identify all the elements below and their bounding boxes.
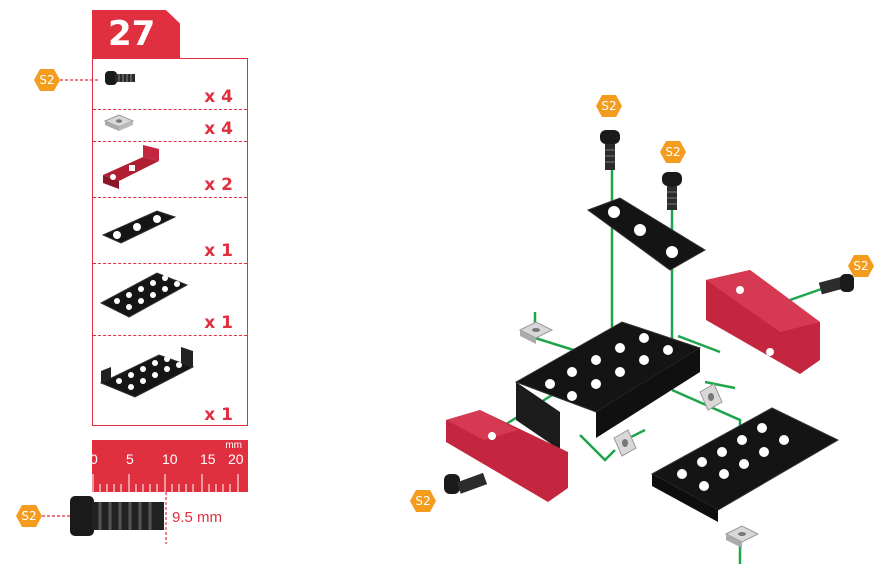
part-qty: x 4	[204, 119, 233, 139]
red-bracket-right	[706, 270, 820, 374]
part-row-plate3: x 1	[93, 197, 247, 264]
part-row-bracket: x 2	[93, 141, 247, 198]
part-qty: x 1	[204, 241, 233, 261]
ruler-tick-label: 5	[126, 451, 134, 467]
red-bracket-left	[446, 410, 568, 502]
badge-label: S2	[601, 99, 616, 113]
square-nut-2	[699, 383, 723, 411]
screw-badge-top-2: S2	[660, 141, 686, 163]
square-nut-4	[724, 525, 760, 548]
screw-badge-top-1: S2	[596, 95, 622, 117]
ruler-tick-label: 20	[228, 451, 244, 467]
exploded-assembly-diagram: S2 S2 S2	[410, 95, 874, 564]
ruler-unit: mm	[225, 440, 242, 451]
screw-top-2	[662, 172, 682, 210]
square-nut-1	[518, 321, 554, 344]
ruler-ticks	[92, 474, 239, 492]
part-row-plate10: x 1	[93, 263, 247, 336]
ruler-tick-label: 0	[90, 451, 98, 467]
part-qty: x 2	[204, 175, 233, 195]
badge-label: S2	[665, 145, 680, 159]
red-bracket-icon	[103, 145, 159, 189]
part-row-screw: x 4	[93, 59, 247, 110]
parts-list: x 4 x 4 x 2 x 1	[92, 58, 248, 426]
screw-top-1	[600, 130, 620, 170]
black-3-hole-plate	[586, 197, 706, 271]
screw-badge-left: S2	[410, 490, 436, 512]
badge-label: S2	[415, 494, 430, 508]
screw-size-graphic: S2	[16, 492, 167, 544]
screw-icon	[105, 71, 135, 85]
black-grid-plate-icon	[99, 272, 189, 318]
part-row-channel: x 1	[93, 335, 247, 427]
screw-badge-parts: S2	[34, 69, 98, 91]
part-qty: x 1	[204, 405, 233, 425]
black-grid-plate	[650, 407, 840, 522]
part-row-nut: x 4	[93, 109, 247, 142]
screw-right	[818, 274, 854, 295]
ruler-tick-label: 15	[200, 451, 216, 467]
black-plate-icon	[101, 210, 177, 244]
ruler-tick-label: 10	[162, 451, 178, 467]
ruler: mm 0 5 10 15 20	[90, 440, 248, 492]
part-qty: x 4	[204, 87, 233, 107]
screw-left	[444, 472, 488, 494]
screw-badge-right: S2	[848, 255, 874, 277]
badge-label: S2	[853, 259, 868, 273]
step-number: 27	[108, 14, 156, 54]
black-channel-icon	[99, 347, 195, 398]
step-number-tab: 27	[92, 10, 180, 58]
badge-label: S2	[39, 73, 54, 87]
part-qty: x 1	[204, 313, 233, 333]
black-u-channel	[514, 321, 702, 450]
square-nut-3	[613, 429, 637, 457]
square-nut-icon	[103, 114, 135, 131]
screw-length-label: 9.5 mm	[172, 509, 223, 526]
badge-label: S2	[21, 509, 36, 523]
